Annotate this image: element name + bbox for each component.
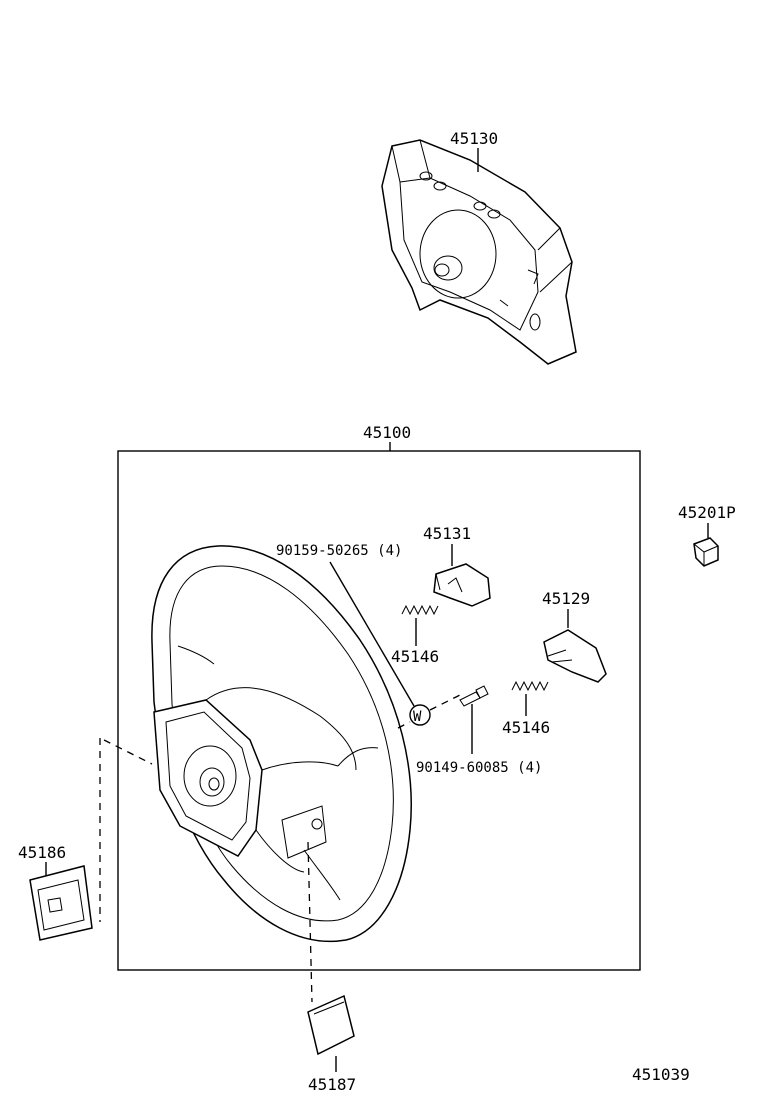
figure-id: 451039 (632, 1065, 690, 1084)
horn-switch-45131: 45131 45146 (391, 524, 491, 666)
label-45186: 45186 (18, 843, 66, 862)
label-45201P: 45201P (678, 503, 736, 522)
steering-pad-45130: 45130 (381, 129, 577, 365)
label-45131: 45131 (423, 524, 471, 543)
washer-icon: W (413, 709, 422, 725)
washer-mark: W (397, 693, 463, 729)
cover-45187: 45187 (307, 841, 356, 1094)
label-45129: 45129 (542, 589, 590, 608)
cover-45186: 45186 (18, 738, 153, 941)
label-45130: 45130 (450, 129, 498, 148)
label-45100: 45100 (363, 423, 411, 442)
label-90149-60085: 90149-60085 (4) (416, 760, 542, 776)
nut-45201P: 45201P (678, 503, 736, 567)
assembly-frame-45100: 45100 (117, 423, 641, 971)
label-45146-right: 45146 (502, 718, 550, 737)
label-45146-left: 45146 (391, 647, 439, 666)
horn-switch-45129: 45129 90149-60085 (4) 45146 (416, 589, 607, 776)
bolt-top-callout: 90159-50265 (4) (276, 543, 415, 707)
label-90159-50265: 90159-50265 (4) (276, 543, 402, 559)
label-45187: 45187 (308, 1075, 356, 1094)
steering-wheel (151, 545, 412, 942)
